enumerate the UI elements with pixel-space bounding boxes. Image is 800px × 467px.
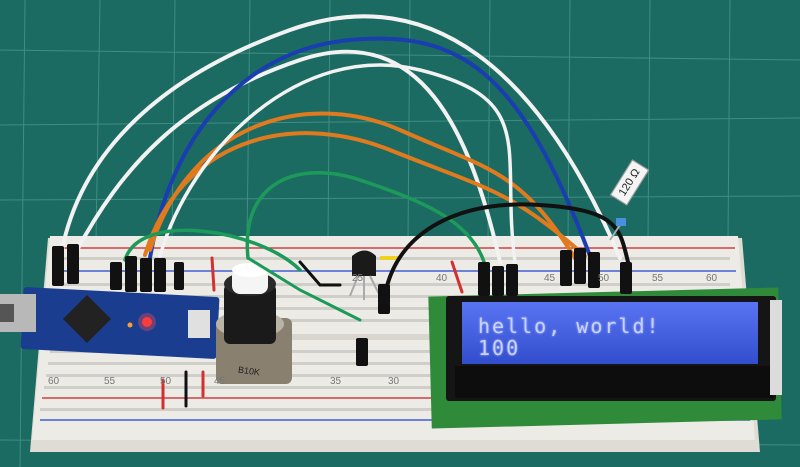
breadboard-number: 55: [652, 273, 664, 284]
breadboard-number: 45: [544, 273, 556, 284]
breadboard-number: 50: [598, 273, 610, 284]
breadboard-number: 60: [706, 273, 718, 284]
transistor: [349, 250, 381, 300]
jumper-plugs: [52, 244, 632, 366]
breadboard-number: 40: [436, 273, 448, 284]
arduino-nano: [0, 287, 220, 359]
lcd-line-1: hello, world!: [478, 314, 661, 338]
resistor: [609, 218, 626, 241]
breadboard-number: 25: [352, 273, 364, 284]
breadboard-number: 55: [104, 376, 116, 387]
breadboard-number: 35: [330, 376, 342, 387]
jumper-wires: [60, 14, 630, 410]
potentiometer: [216, 263, 292, 384]
yellow-jumper: [380, 256, 400, 260]
breadboard-number: 50: [160, 376, 172, 387]
breadboard-number: 60: [48, 376, 60, 387]
breadboard-number: 30: [388, 376, 400, 387]
breadboard-number: 45: [214, 376, 226, 387]
lcd-line-2: 100: [478, 336, 521, 360]
lcd-module: [428, 287, 782, 429]
